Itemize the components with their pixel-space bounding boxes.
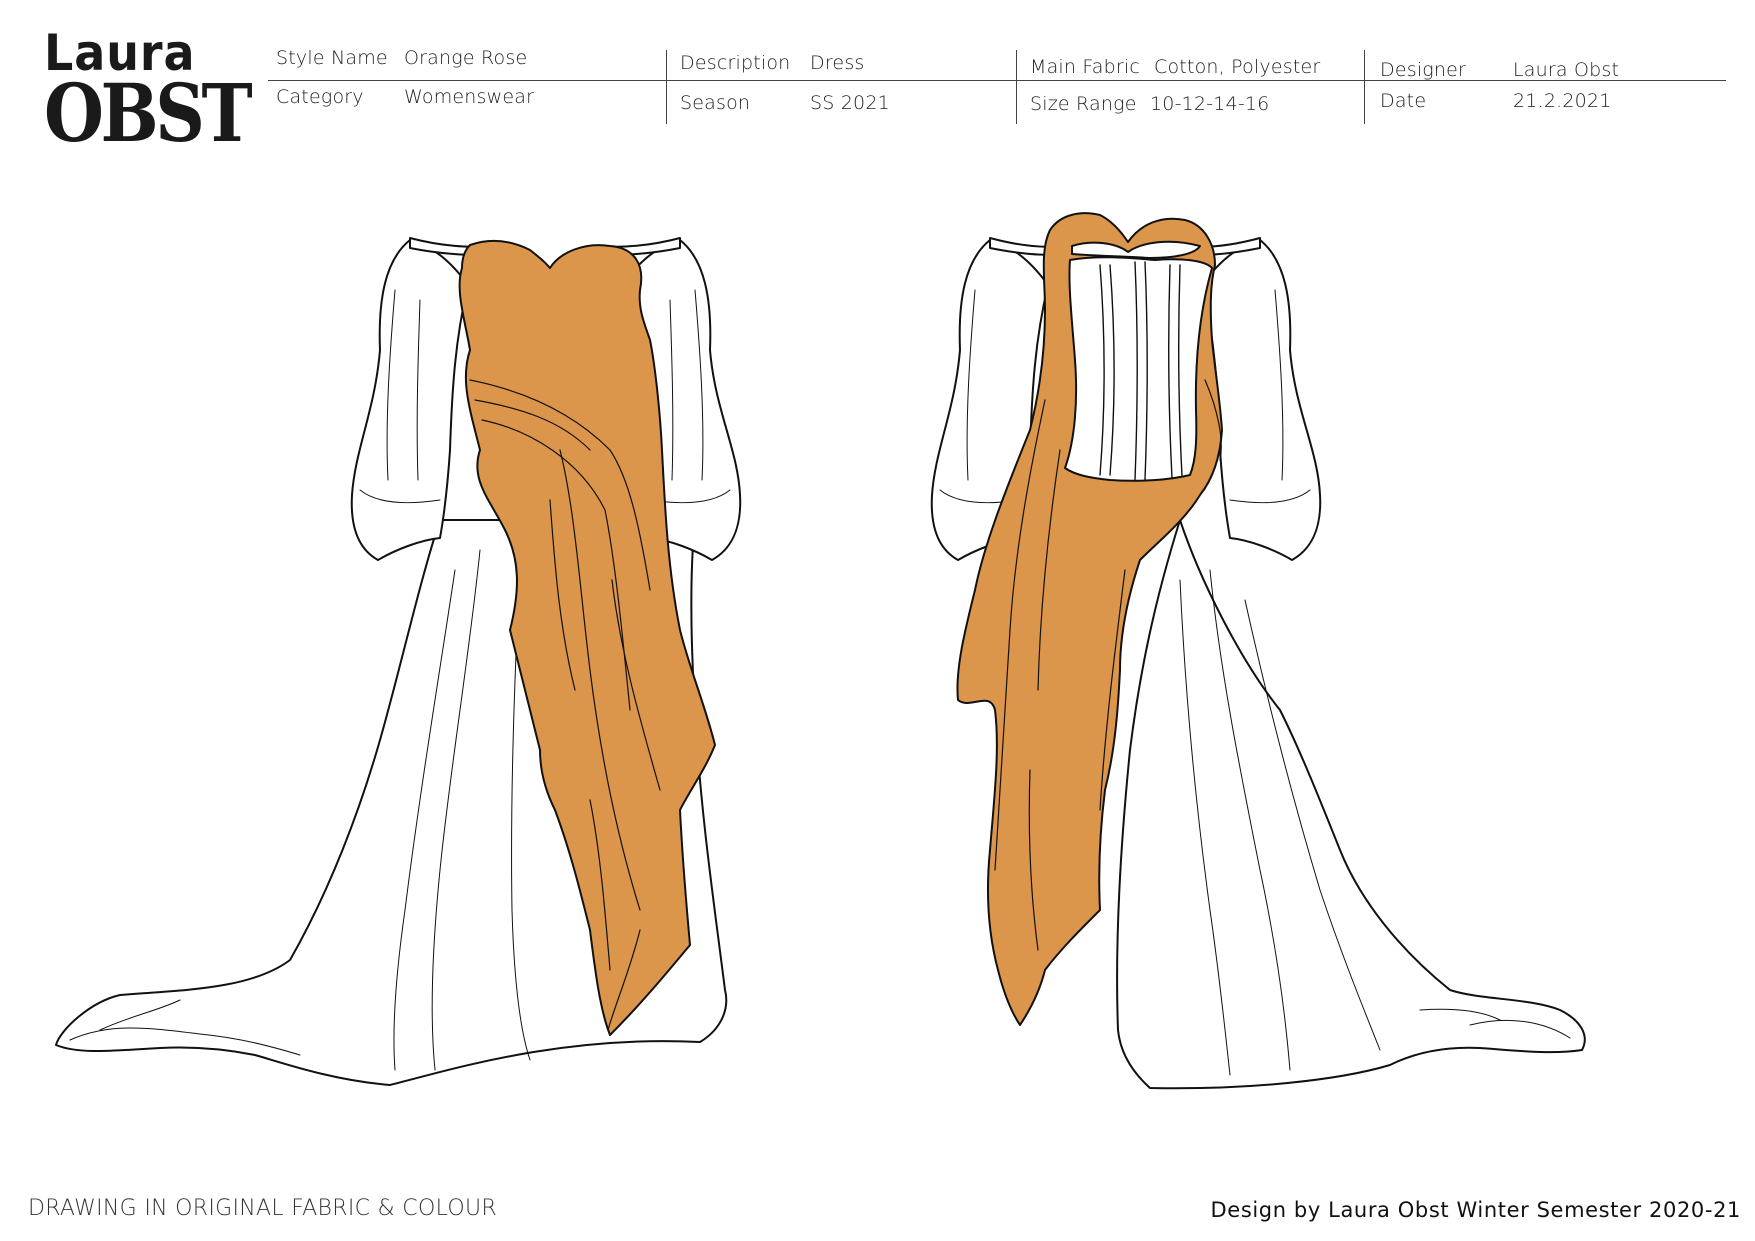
season-value: SS 2021 [810,92,890,114]
style-name-value: Orange Rose [404,47,528,69]
spec-divider-3 [1364,50,1365,124]
brand-logo: Laura OBST [44,24,253,160]
description-value: Dress [810,52,865,74]
dress-back-view [930,212,1586,1090]
season-label: Season [680,92,751,114]
spec-divider-1 [666,50,667,124]
main-fabric-value: Cotton, Polyester [1154,56,1321,78]
size-range-value: 10-12-14-16 [1150,93,1270,115]
front-left-sleeve [350,239,469,561]
dress-front-view [55,237,742,1086]
date-label: Date [1380,90,1427,112]
category-label: Category [276,86,364,108]
back-corset-panel [1064,256,1213,482]
designer-value: Laura Obst [1513,59,1620,81]
style-name-label: Style Name [276,47,388,69]
category-value: Womenswear [404,86,535,108]
footer-caption: DRAWING IN ORIGINAL FABRIC & COLOUR [28,1196,497,1221]
back-skirt-train [1116,519,1586,1090]
spec-table-rule [268,80,1726,81]
footer-credit: Design by Laura Obst Winter Semester 202… [1210,1198,1741,1222]
logo-line2: OBST [44,66,253,160]
designer-label: Designer [1380,59,1467,81]
logo-line1: Laura [44,24,196,82]
front-orange-drape [458,239,716,1036]
main-fabric-label: Main Fabric [1030,56,1141,78]
description-label: Description [680,52,791,74]
spec-divider-2 [1016,50,1017,124]
date-value: 21.2.2021 [1513,90,1612,112]
size-range-label: Size Range [1030,93,1137,115]
dress-flat-drawings [55,212,1586,1090]
